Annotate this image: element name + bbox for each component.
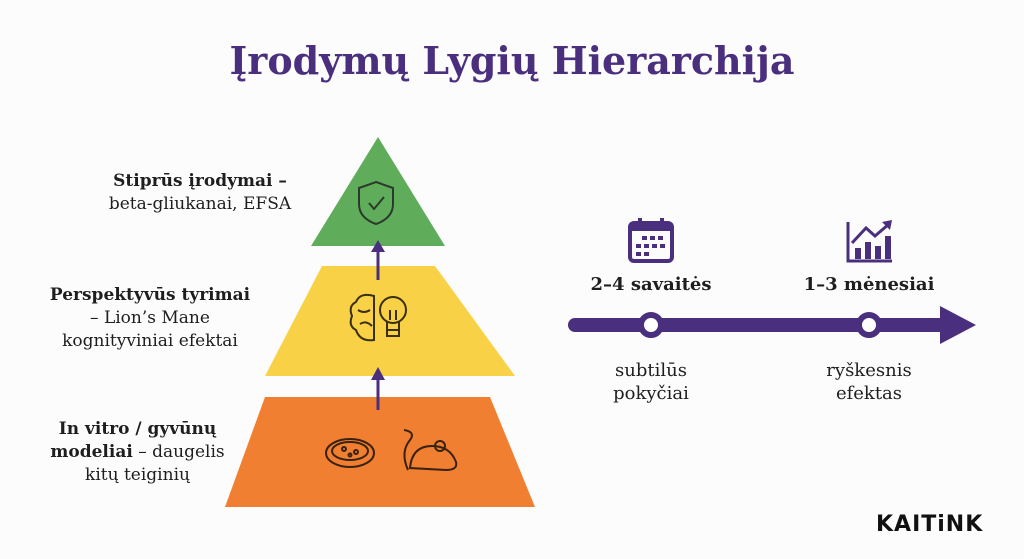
calendar-icon <box>628 218 674 263</box>
petri-dish-icon <box>325 438 375 468</box>
pyramid-level-bottom <box>225 397 535 507</box>
pyramid-level-middle <box>265 266 515 376</box>
mouse-icon <box>403 429 458 472</box>
level-label-top: Stiprūs įrodymai –beta-gliukanai, EFSA <box>108 171 292 214</box>
pyramid-level-top <box>311 137 445 246</box>
timeline-label-1: 2–4 savaitės <box>590 274 712 295</box>
page-title: Įrodymų Lygių Hierarchija <box>229 38 795 83</box>
brand-logo: KAITiNK <box>876 512 984 537</box>
timeline-arrow <box>568 306 976 344</box>
shield-check-icon <box>358 180 394 226</box>
timeline-marker-2 <box>856 312 882 338</box>
timeline-label-2: 1–3 mėnesiai <box>803 274 935 295</box>
brain-lightbulb-icon <box>349 293 407 342</box>
growth-chart-icon <box>846 220 892 263</box>
timeline-marker-1 <box>638 312 664 338</box>
arrow-up-icon <box>371 240 385 410</box>
